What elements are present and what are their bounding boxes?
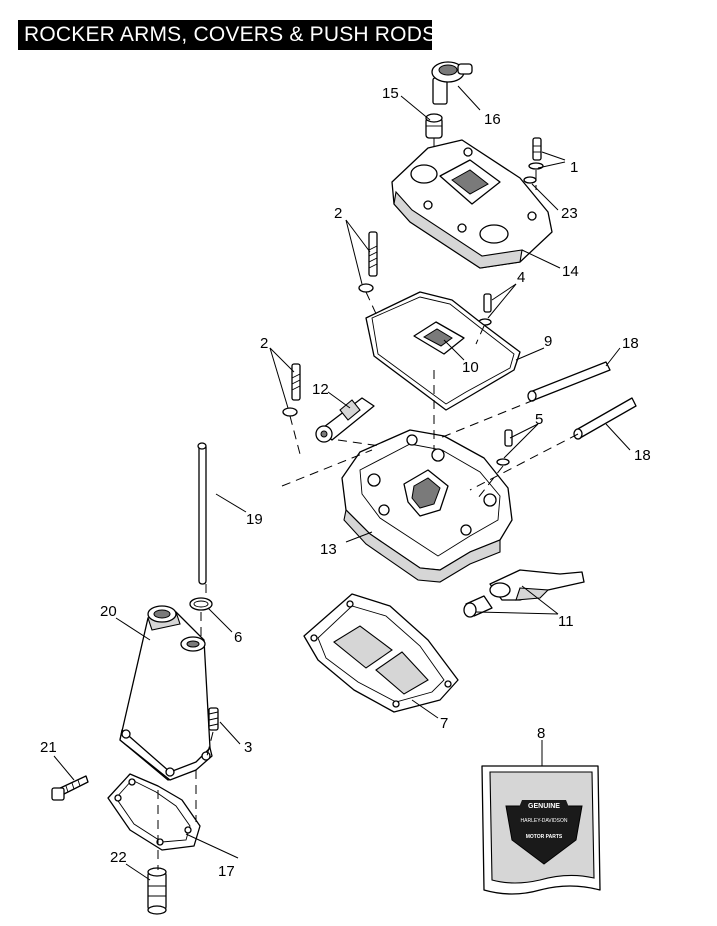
part-22-lifter	[147, 867, 167, 915]
callout-14: 14	[562, 263, 579, 280]
callout-2-lower: 2	[260, 335, 268, 352]
callout-16: 16	[484, 111, 501, 128]
part-11-rocker-arm	[489, 569, 585, 601]
part-10-seal	[413, 321, 465, 355]
callout-10: 10	[462, 359, 479, 376]
part-2-screw-upper	[358, 231, 378, 293]
callout-21: 21	[40, 739, 57, 756]
assembly-lines	[157, 138, 579, 870]
callout-9: 9	[544, 333, 552, 350]
callout-11: 11	[558, 613, 574, 630]
part-14-rocker-cover	[391, 139, 553, 269]
part-18-pin-upper	[527, 361, 611, 402]
part-13-rocker-housing	[341, 429, 513, 583]
part-20-push-rod-cover	[119, 605, 213, 781]
callout-labels: 1 2 2 3 4 5 6 7 8 9 10 11 12 13 14 15 16…	[40, 85, 651, 880]
callout-19: 19	[246, 511, 263, 528]
callout-18-upper: 18	[622, 335, 639, 352]
part-1-screw	[532, 137, 542, 161]
logo-text-bottom: MOTOR PARTS	[526, 834, 563, 840]
callout-3: 3	[244, 739, 252, 756]
part-5-screw	[496, 429, 513, 466]
part-23-washer	[523, 176, 537, 184]
part-16-breather-fitting	[431, 61, 473, 105]
callout-18-lower: 18	[634, 447, 651, 464]
part-1-washer	[528, 162, 544, 170]
callout-1: 1	[570, 159, 578, 176]
part-15-grommet	[425, 113, 443, 139]
callout-7: 7	[440, 715, 448, 732]
callout-5: 5	[535, 411, 543, 428]
part-3-screw	[208, 707, 219, 731]
callout-4: 4	[517, 269, 525, 286]
part-19-push-rod	[197, 442, 207, 585]
part-12-rocker-shaft	[315, 397, 375, 443]
callout-2-upper: 2	[334, 205, 342, 222]
part-17-gasket	[107, 773, 201, 851]
part-4-screw	[478, 293, 492, 326]
leader-lines	[53, 85, 631, 881]
part-2-screw-lower	[282, 363, 301, 417]
callout-12: 12	[312, 381, 329, 398]
callout-23: 23	[561, 205, 578, 222]
part-7-gasket	[303, 593, 459, 713]
callout-8: 8	[537, 725, 545, 742]
genuine-parts-logo	[505, 805, 583, 865]
part-6-o-ring	[189, 597, 213, 611]
part-18-pin-lower	[573, 397, 637, 440]
part-11-shaft	[463, 595, 493, 618]
callout-15: 15	[382, 85, 399, 102]
part-8-kit-package: GENUINE HARLEY-DAVIDSON MOTOR PARTS	[481, 765, 601, 895]
callout-6: 6	[234, 629, 242, 646]
logo-text-top: GENUINE	[528, 803, 560, 810]
callout-22: 22	[110, 849, 127, 866]
title-bar: ROCKER ARMS, COVERS & PUSH RODS	[18, 20, 436, 50]
callout-17: 17	[218, 863, 235, 880]
callout-13: 13	[320, 541, 337, 558]
logo-text-mid: HARLEY-DAVIDSON	[521, 818, 568, 824]
part-21-screw	[51, 775, 89, 801]
page-title: ROCKER ARMS, COVERS & PUSH RODS	[24, 23, 437, 46]
callout-20: 20	[100, 603, 117, 620]
